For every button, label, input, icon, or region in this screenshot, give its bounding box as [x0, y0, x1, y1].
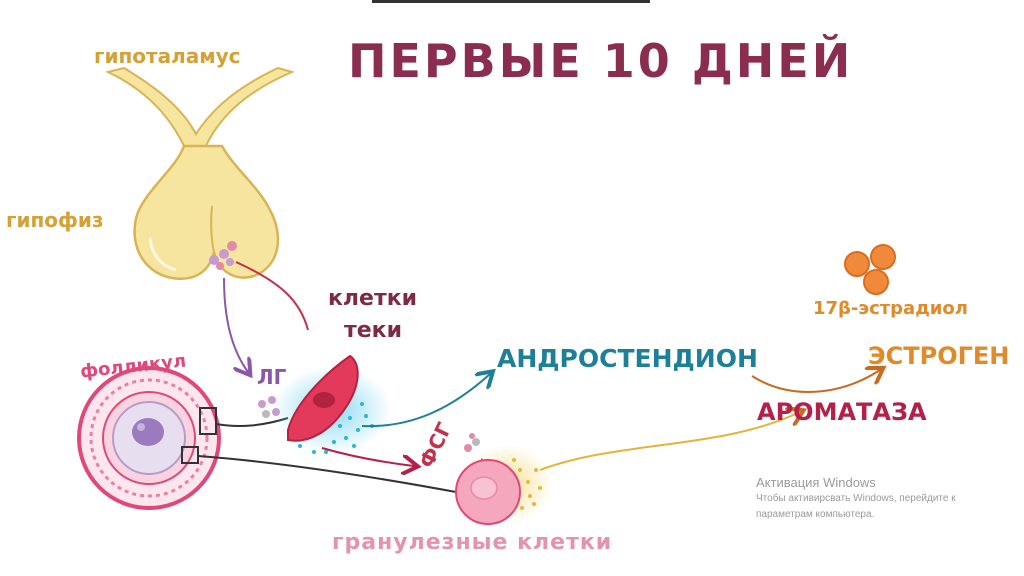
estradiol-molecules: [844, 244, 896, 295]
theca-to-granulosa-arrow: [321, 447, 414, 466]
fsh-granules: [464, 433, 480, 452]
watermark-line1: Активация Windows: [756, 475, 876, 490]
label-granulosa: гранулезные клетки: [332, 530, 613, 555]
hormone-granules: [209, 241, 237, 270]
granulosa-cell: [455, 444, 554, 525]
label-pituitary: гипофиз: [6, 208, 104, 232]
label-theca-line1: клетки: [328, 286, 418, 311]
label-theca-line2: теки: [344, 318, 403, 343]
androstenedione-to-estrogen-arrow: [751, 370, 880, 393]
label-hypothalamus: гипоталамус: [94, 44, 241, 68]
top-bar: [372, 0, 650, 3]
theca-cell: [272, 354, 392, 454]
label-aromatase: АРОМАТАЗА: [757, 398, 927, 426]
connector-follicle-granulosa: [197, 455, 457, 493]
lh-arrow: [223, 277, 248, 372]
page-title: ПЕРВЫЕ 10 ДНЕЙ: [348, 34, 854, 88]
label-androstenedione: АНДРОСТЕНДИОН: [497, 344, 758, 373]
label-estrogen: ЭСТРОГЕН: [868, 342, 1010, 370]
hypothalamus-pituitary-shape: [105, 66, 295, 281]
watermark-line3: параметрам компьютера.: [756, 509, 875, 520]
watermark-line2: Чтобы активирсвать Windows, перейдите к: [756, 493, 956, 504]
granulosa-to-estrogen-arrow: [539, 412, 800, 471]
label-lh: ЛГ: [257, 365, 287, 389]
follicle-zoom-box-1: [199, 407, 217, 435]
label-estradiol: 17β-эстрадиол: [813, 298, 968, 319]
follicle-shape: [77, 366, 221, 510]
granulosa-dots: [512, 458, 542, 510]
theca-to-androstenedione-arrow: [361, 374, 490, 428]
follicle-zoom-box-2: [181, 446, 199, 464]
pituitary-to-theca-line: [235, 261, 309, 331]
